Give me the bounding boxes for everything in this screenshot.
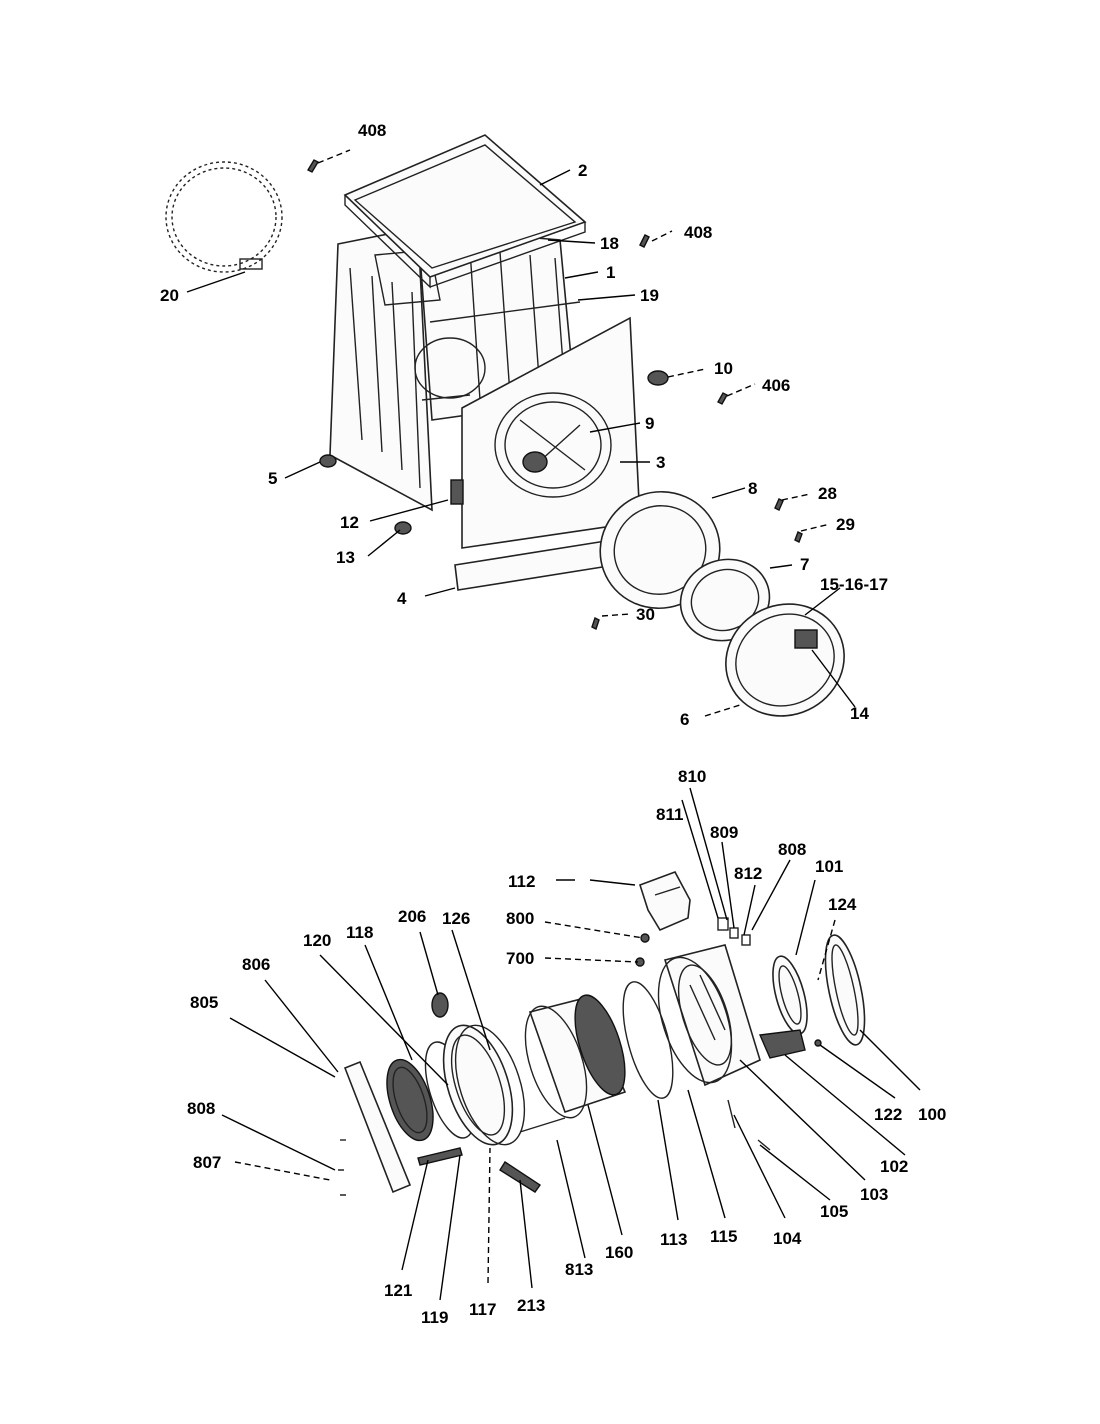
callout-809: 809 <box>710 823 738 842</box>
callout-8: 8 <box>748 479 757 498</box>
callout-labels: 408 2 18 408 1 19 20 10 406 9 3 5 8 28 2… <box>160 121 946 1327</box>
drum-tub-assembly <box>338 871 866 1196</box>
callout-807: 807 <box>193 1153 221 1172</box>
screw-408-b <box>639 234 650 248</box>
callout-4: 4 <box>397 589 407 608</box>
callout-30: 30 <box>636 605 655 624</box>
callout-15-16-17: 15-16-17 <box>820 575 888 594</box>
callout-103: 103 <box>860 1185 888 1204</box>
part-12-hinge <box>450 479 464 505</box>
part-6-door-ring <box>725 603 845 717</box>
cabinet-assembly <box>165 134 845 717</box>
callout-5: 5 <box>268 469 277 488</box>
callout-6: 6 <box>680 710 689 729</box>
callout-18: 18 <box>600 234 619 253</box>
screw-29 <box>794 531 803 543</box>
callout-3: 3 <box>656 453 665 472</box>
callout-101: 101 <box>815 857 843 876</box>
callout-113: 113 <box>660 1230 687 1249</box>
callout-813: 813 <box>565 1260 593 1279</box>
callout-406: 406 <box>762 376 790 395</box>
part-10-knob <box>647 370 669 386</box>
part-102-heater <box>758 1029 806 1059</box>
screw-807 <box>338 1169 346 1196</box>
callout-28: 28 <box>818 484 837 503</box>
callout-408-top: 408 <box>358 121 386 140</box>
callout-115: 115 <box>710 1227 737 1246</box>
callout-104: 104 <box>773 1229 802 1248</box>
part-4-kickplate <box>454 539 616 591</box>
callout-13: 13 <box>336 548 355 567</box>
callout-808-top: 808 <box>778 840 806 859</box>
callout-805: 805 <box>190 993 218 1012</box>
callout-118: 118 <box>346 923 373 942</box>
callout-213: 213 <box>517 1296 545 1315</box>
leader-lines <box>186 149 921 1301</box>
callout-126: 126 <box>442 909 470 928</box>
part-160-drum <box>519 994 627 1133</box>
part-122-sensor <box>814 1039 822 1047</box>
callout-19: 19 <box>640 286 659 305</box>
part-121-shaft <box>417 1147 463 1166</box>
callout-206: 206 <box>398 907 426 926</box>
screw-28 <box>774 498 784 511</box>
callout-700: 700 <box>506 949 534 968</box>
part-213-shock <box>499 1161 541 1193</box>
part-105 <box>757 1139 771 1151</box>
callout-112: 112 <box>508 872 535 891</box>
callout-14: 14 <box>850 704 869 723</box>
callout-12: 12 <box>340 513 359 532</box>
callout-160: 160 <box>605 1243 633 1262</box>
screw-408-a <box>307 159 319 173</box>
part-206-spring <box>431 992 449 1018</box>
screw-406 <box>717 392 728 405</box>
callout-2: 2 <box>578 161 587 180</box>
callout-808-left: 808 <box>187 1099 215 1118</box>
part-5-foot <box>319 454 337 468</box>
callout-9: 9 <box>645 414 654 433</box>
part-115-front-tub <box>657 944 761 1087</box>
callout-10: 10 <box>714 359 733 378</box>
callout-124: 124 <box>828 895 857 914</box>
callout-806: 806 <box>242 955 270 974</box>
part-1-cabinet <box>329 227 581 512</box>
callout-812: 812 <box>734 864 762 883</box>
callout-105: 105 <box>820 1202 848 1221</box>
part-104 <box>727 1099 736 1129</box>
callout-29: 29 <box>836 515 855 534</box>
screw-30 <box>591 617 600 630</box>
part-100-gasket <box>824 934 866 1046</box>
callout-122: 122 <box>874 1105 902 1124</box>
part-126-rear-tub <box>442 1024 526 1146</box>
callout-117: 117 <box>469 1300 496 1319</box>
callout-120: 120 <box>303 931 331 950</box>
callout-7: 7 <box>800 555 809 574</box>
callout-121: 121 <box>384 1281 412 1300</box>
part-800 <box>640 933 650 943</box>
part-805-rear-plate <box>343 1060 412 1194</box>
callout-102: 102 <box>880 1157 908 1176</box>
part-2-top-panel <box>343 134 587 289</box>
callout-119: 119 <box>421 1308 448 1327</box>
part-20-gasket-ring <box>165 161 283 273</box>
callout-408-right: 408 <box>684 223 712 242</box>
part-113-seal <box>622 981 674 1099</box>
part-112-drawer <box>639 871 691 932</box>
callout-800: 800 <box>506 909 534 928</box>
part-101-ring <box>772 955 808 1035</box>
callout-810: 810 <box>678 767 706 786</box>
callout-20: 20 <box>160 286 179 305</box>
callout-1: 1 <box>606 263 615 282</box>
part-118-pulley <box>386 1058 434 1142</box>
callout-100: 100 <box>918 1105 946 1124</box>
callout-811: 811 <box>656 805 683 824</box>
